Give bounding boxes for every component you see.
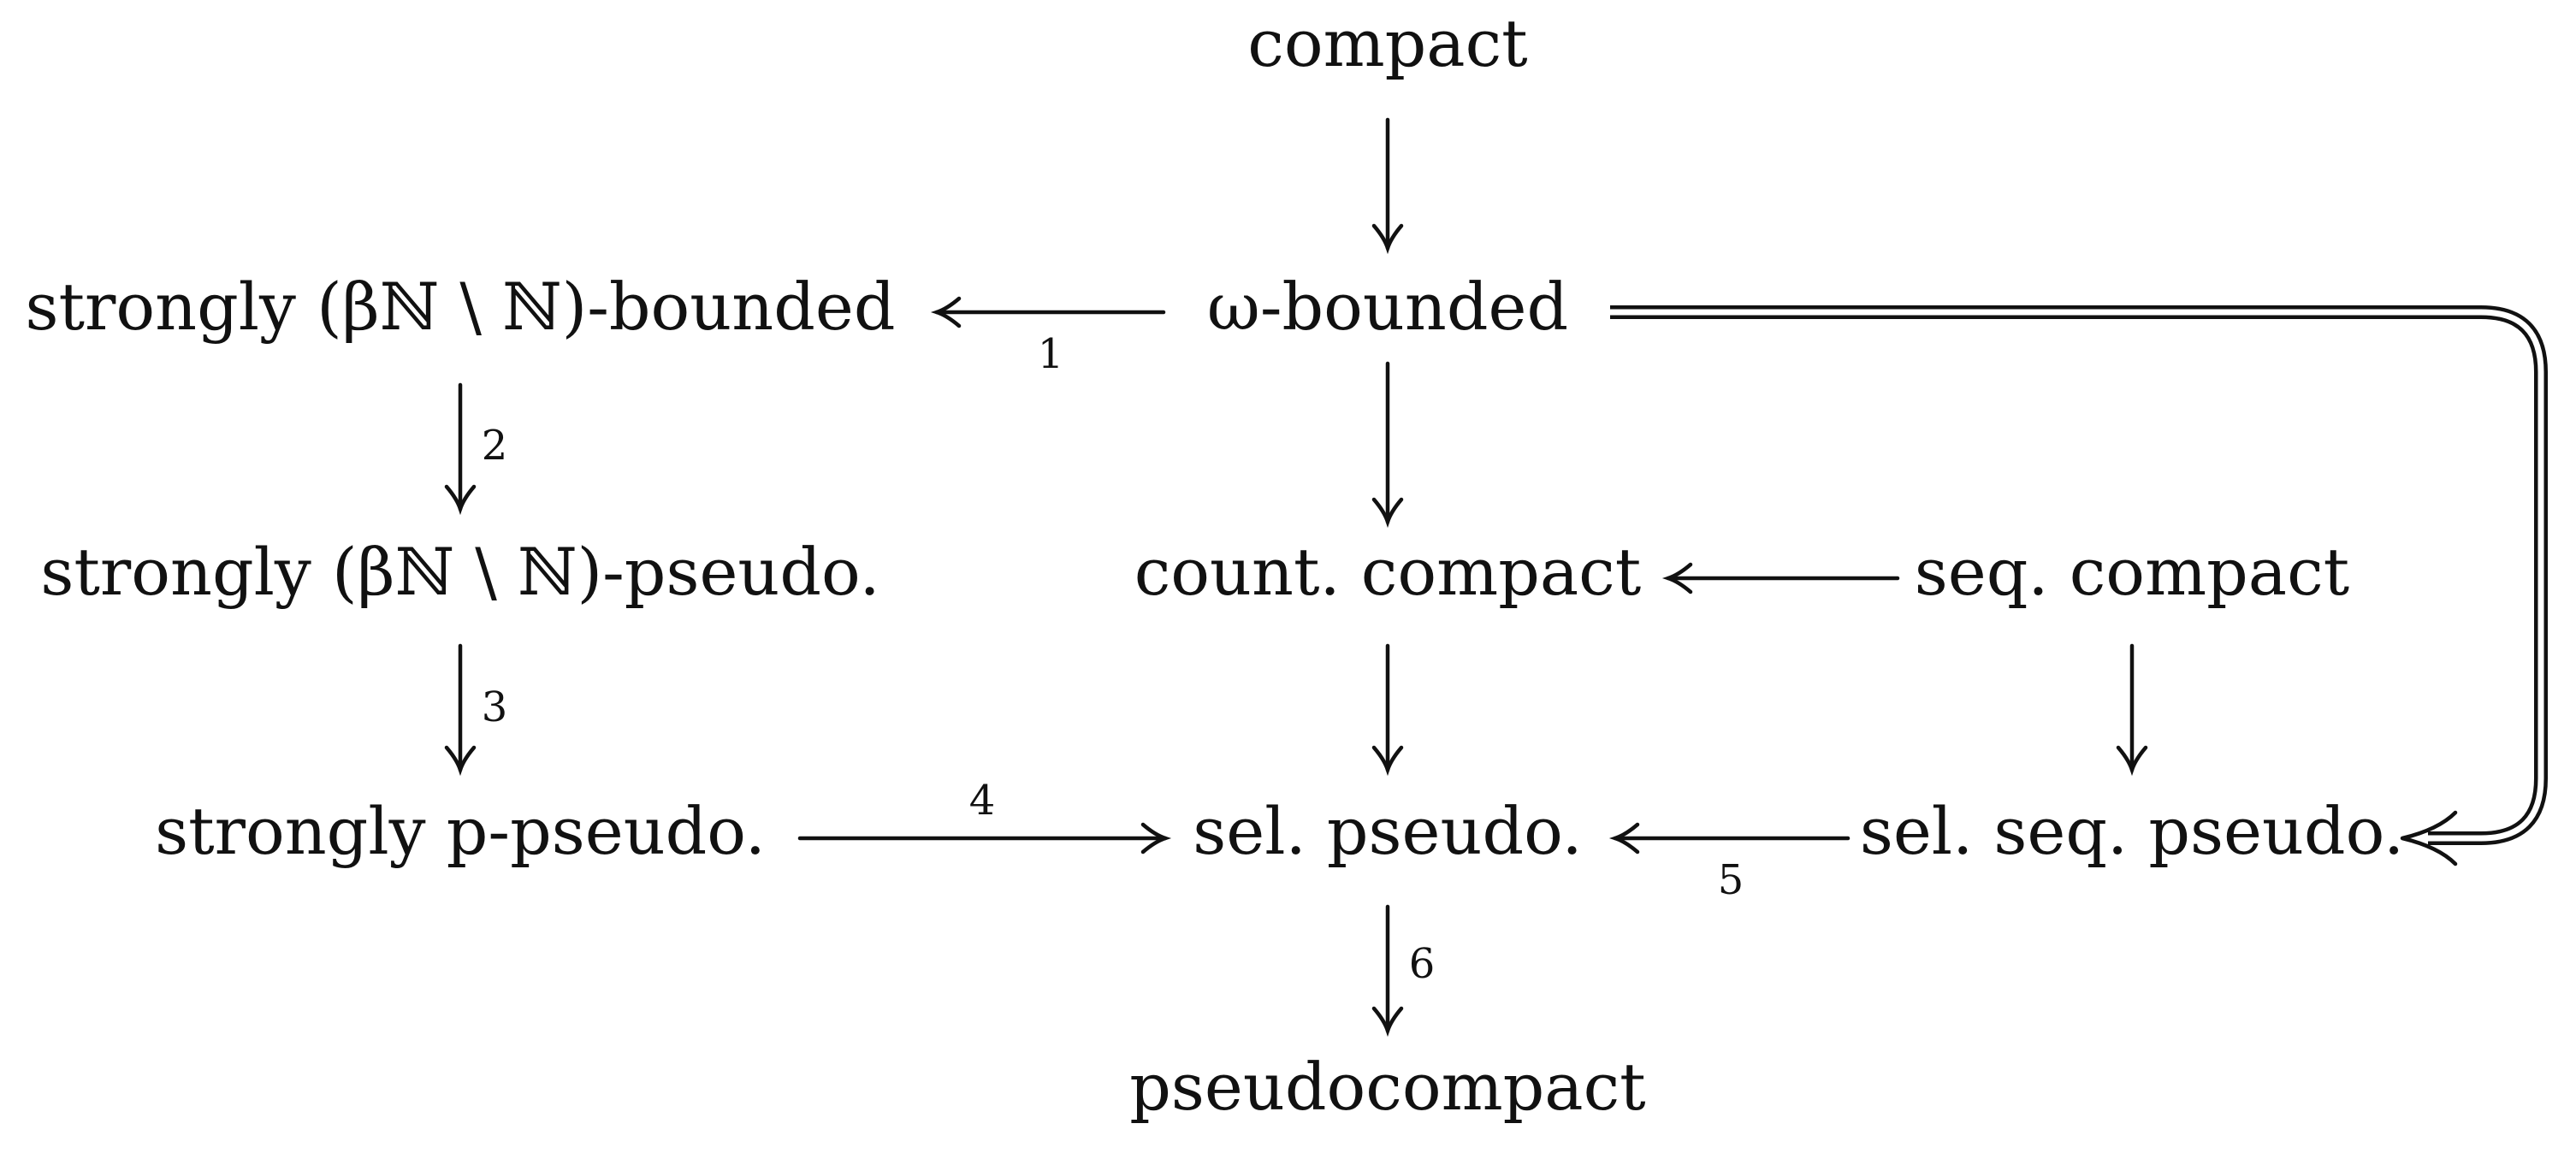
node-pseudocompact: pseudocompact: [1129, 1049, 1645, 1125]
edge-label-3: 3: [482, 683, 508, 731]
edge-label-5: 5: [1718, 856, 1744, 904]
node-strongly-p-pseudo: strongly p-pseudo.: [155, 793, 766, 869]
node-sel-seq-pseudo: sel. seq. pseudo.: [1860, 793, 2404, 869]
edge-label-1: 1: [1038, 330, 1064, 378]
double-arrow-omega-bounded-to-sel-seq-pseudo: [1610, 305, 2548, 866]
node-omega-bounded: ω-bounded: [1207, 269, 1568, 345]
edge-label-6: 6: [1409, 940, 1436, 988]
edge-label-2: 2: [482, 422, 508, 470]
node-strongly-bn-pseudo: strongly (βℕ \ ℕ)-pseudo.: [40, 534, 879, 610]
node-count-compact: count. compact: [1134, 534, 1642, 610]
node-sel-pseudo: sel. pseudo.: [1193, 793, 1582, 869]
node-strongly-bn-bounded: strongly (βℕ \ ℕ)-bounded: [26, 269, 896, 345]
edge-label-4: 4: [969, 777, 996, 825]
node-seq-compact: seq. compact: [1915, 534, 2349, 610]
node-compact: compact: [1247, 5, 1527, 81]
